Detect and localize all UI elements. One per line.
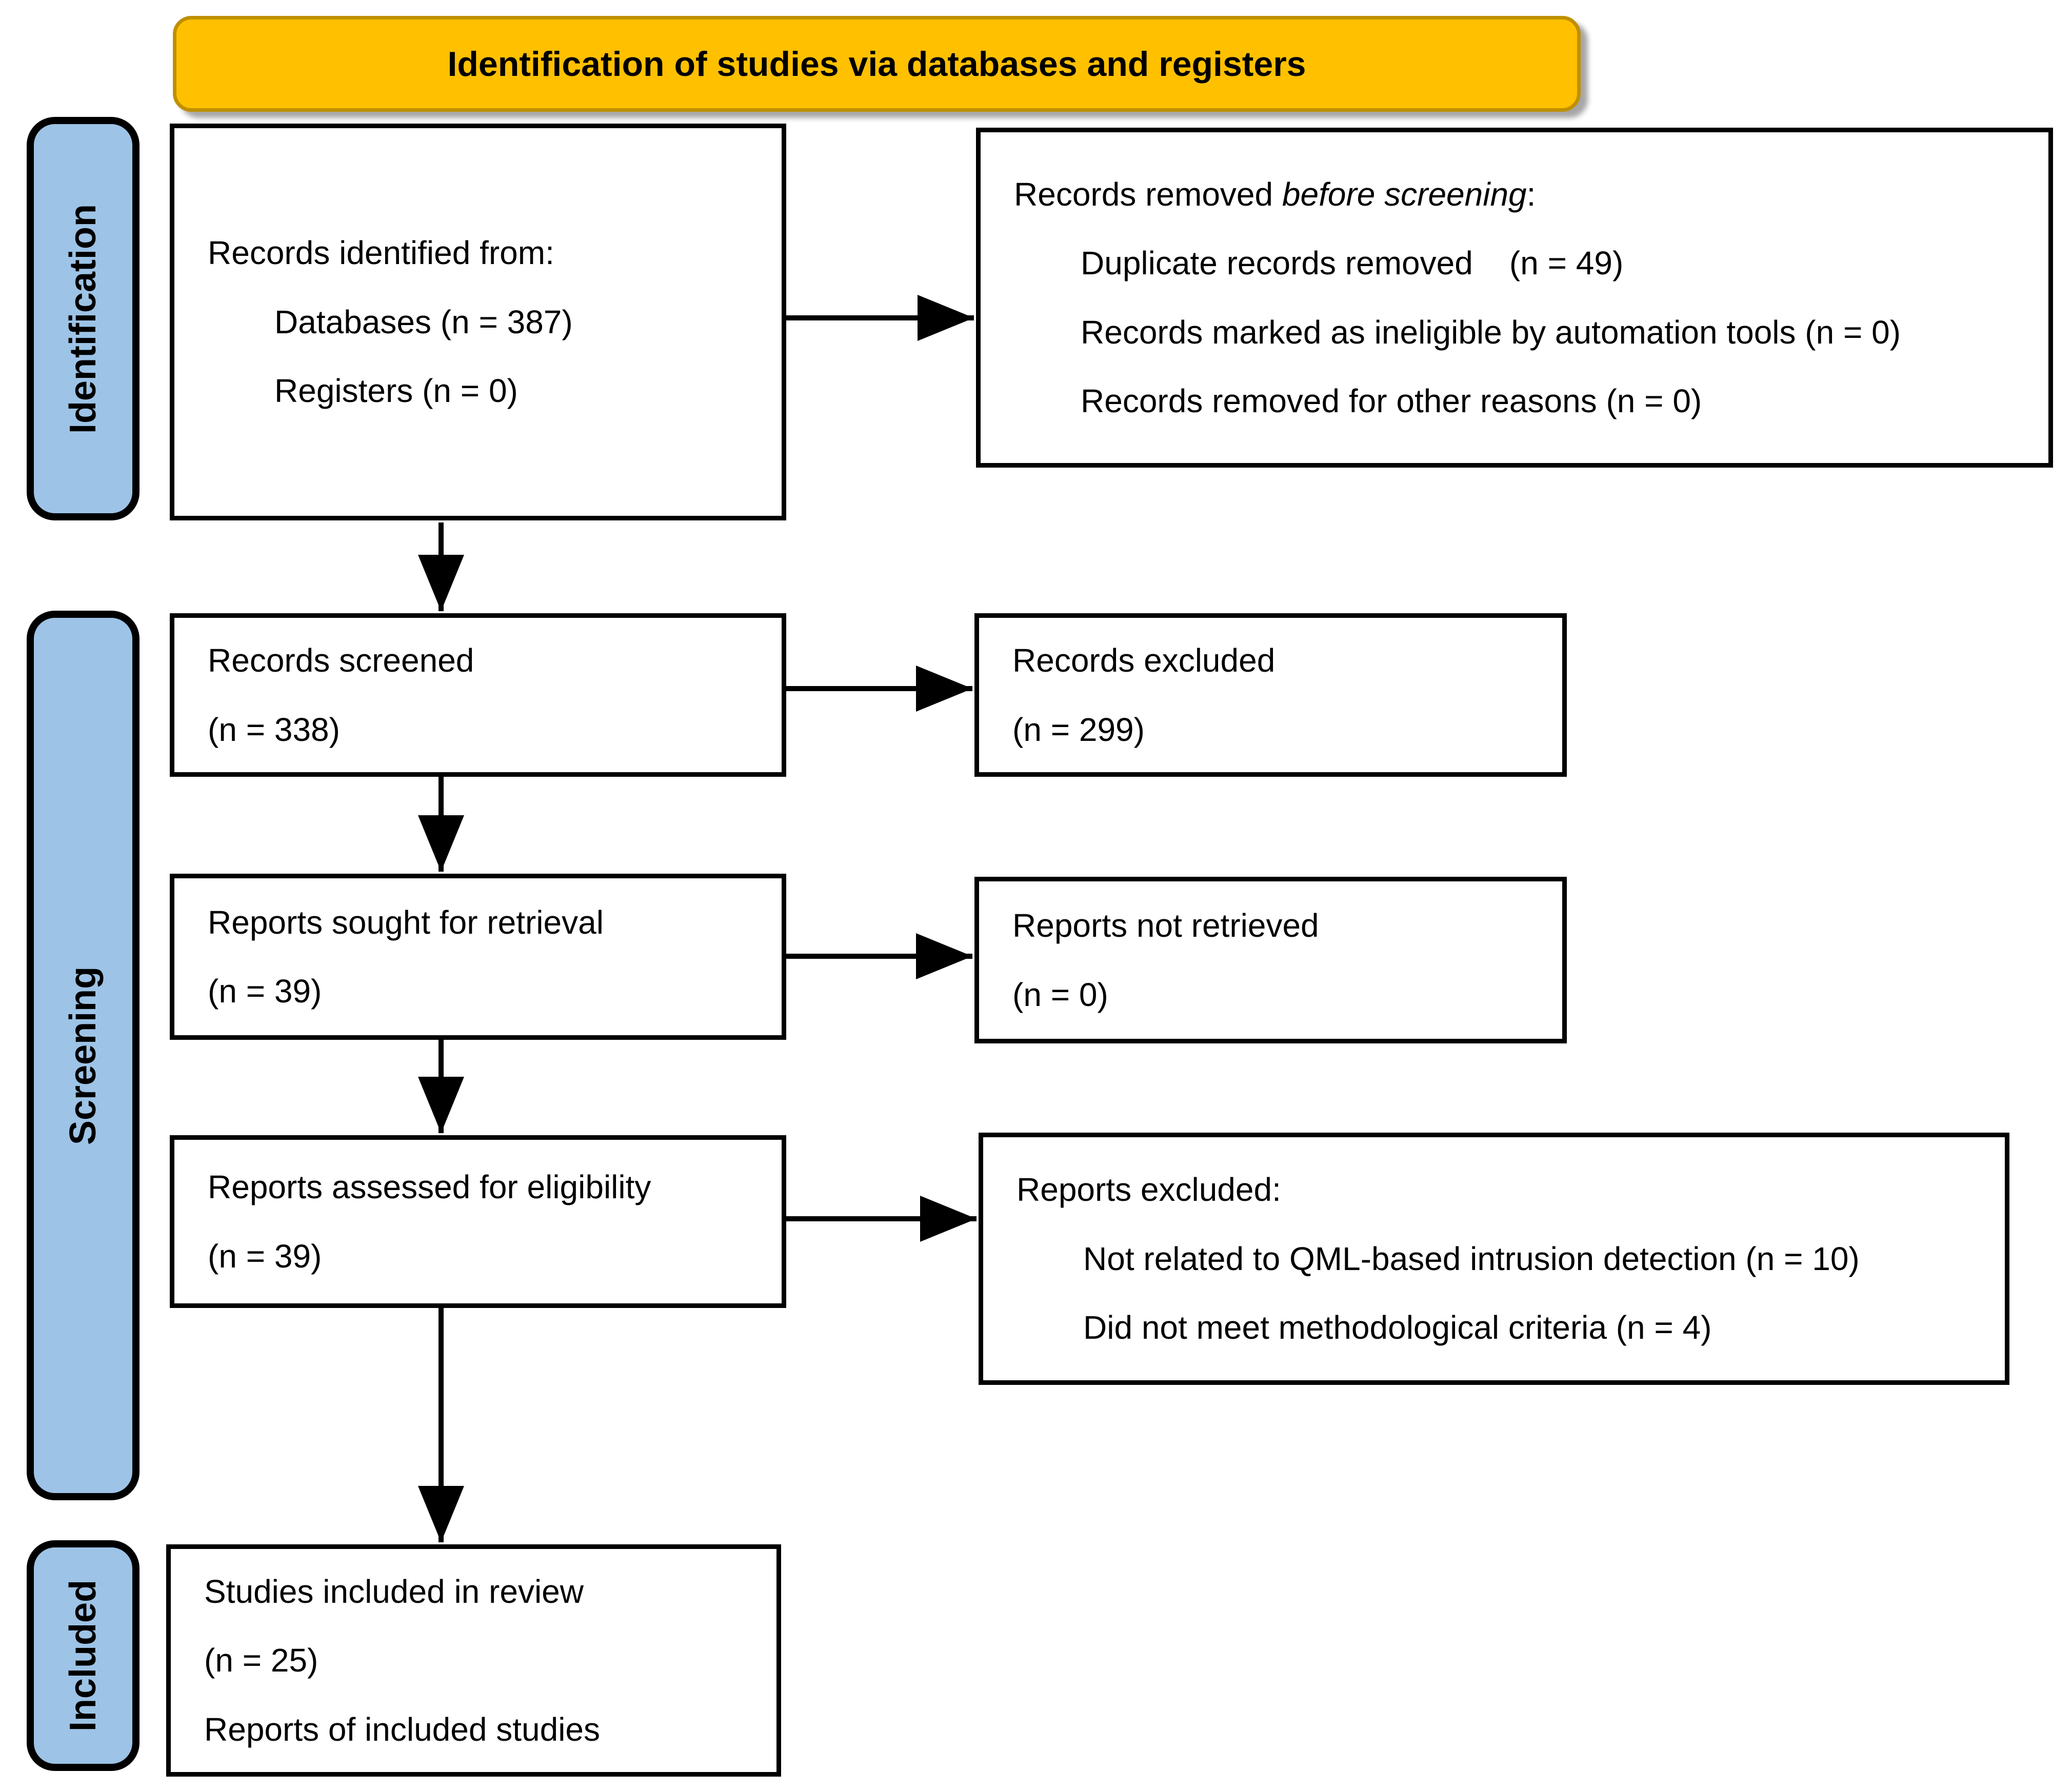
records-identified-title: Records identified from: (208, 234, 554, 272)
records-removed-title-suffix: : (1526, 175, 1536, 213)
reports-not-retrieved-title: Reports not retrieved (1012, 907, 1319, 944)
title-banner: Identification of studies via databases … (173, 16, 1581, 112)
reports-assessed-title: Reports assessed for eligibility (208, 1169, 651, 1206)
stage-label-included: Included (27, 1540, 140, 1771)
studies-included-title: Studies included in review (204, 1573, 584, 1610)
box-records-identified: Records identified from: Databases (n = … (170, 124, 786, 520)
records-removed-automation: Records marked as ineligible by automati… (1081, 313, 1901, 351)
reports-sought-title: Reports sought for retrieval (208, 903, 604, 941)
box-reports-assessed: Reports assessed for eligibility (n = 39… (170, 1135, 786, 1308)
records-removed-title-prefix: Records removed (1014, 175, 1282, 213)
stage-label-identification-text: Identification (63, 204, 104, 434)
reports-excluded-title: Reports excluded: (1017, 1171, 1281, 1209)
box-records-screened: Records screened (n = 338) (170, 613, 786, 777)
box-records-removed: Records removed before screening: Duplic… (976, 128, 2053, 468)
box-studies-included: Studies included in review (n = 25) Repo… (166, 1544, 781, 1777)
records-excluded-count: (n = 299) (1012, 711, 1145, 748)
records-excluded-title: Records excluded (1012, 642, 1276, 679)
reports-not-retrieved-count: (n = 0) (1012, 976, 1108, 1013)
records-removed-other: Records removed for other reasons (n = 0… (1081, 382, 1702, 419)
box-reports-excluded: Reports excluded: Not related to QML-bas… (979, 1133, 2009, 1385)
studies-included-reports: Reports of included studies (204, 1710, 600, 1748)
records-identified-registers: Registers (n = 0) (274, 372, 518, 410)
records-removed-title-italic: before screening (1282, 175, 1527, 213)
box-reports-not-retrieved: Reports not retrieved (n = 0) (974, 877, 1567, 1043)
stage-label-included-text: Included (63, 1579, 104, 1732)
records-identified-databases: Databases (n = 387) (274, 303, 573, 340)
stage-label-screening-text: Screening (63, 966, 104, 1145)
reports-excluded-reason-qml: Not related to QML-based intrusion detec… (1083, 1240, 1860, 1277)
studies-included-count: (n = 25) (204, 1642, 318, 1679)
reports-assessed-count: (n = 39) (208, 1237, 322, 1275)
records-removed-title: Records removed before screening: (981, 160, 2048, 229)
box-reports-sought: Reports sought for retrieval (n = 39) (170, 874, 786, 1040)
reports-sought-count: (n = 39) (208, 973, 322, 1010)
banner-title: Identification of studies via databases … (447, 44, 1306, 84)
stage-label-screening: Screening (27, 611, 140, 1500)
reports-excluded-reason-criteria: Did not meet methodological criteria (n … (1083, 1309, 1712, 1346)
records-screened-count: (n = 338) (208, 711, 340, 748)
records-screened-title: Records screened (208, 642, 474, 679)
records-removed-duplicates: Duplicate records removed (n = 49) (1081, 245, 1624, 282)
stage-label-identification: Identification (27, 117, 140, 520)
box-records-excluded: Records excluded (n = 299) (974, 613, 1567, 777)
